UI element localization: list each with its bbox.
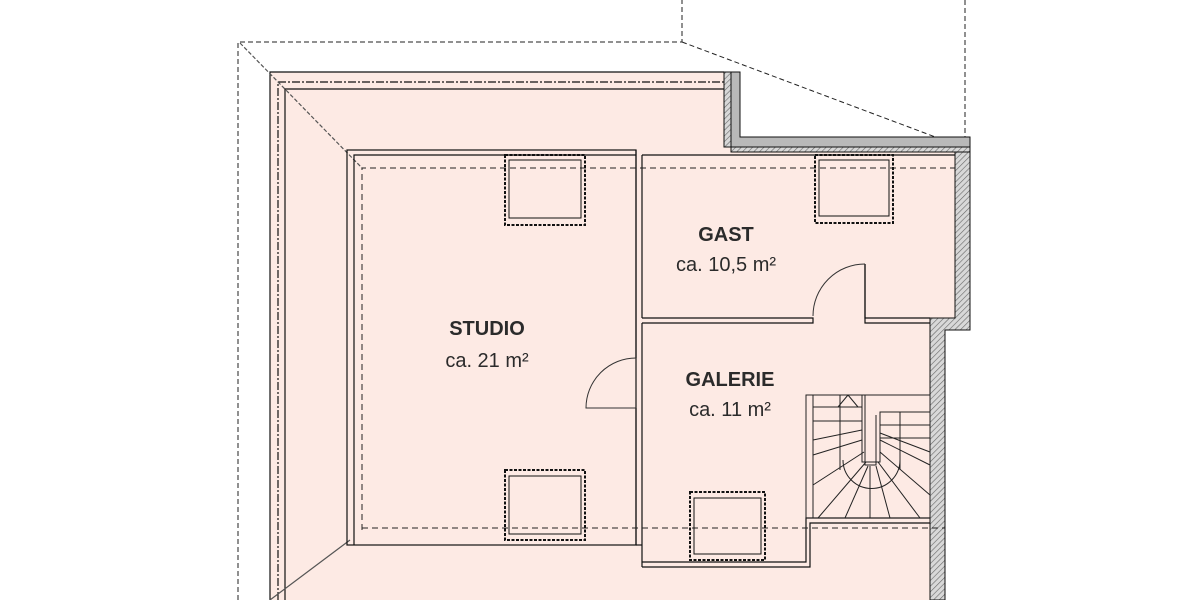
room-area-gast: ca. 10,5 m²	[675, 254, 777, 276]
ceiling-lines	[361, 167, 955, 530]
skylight-galerie	[689, 491, 766, 561]
door-gast	[812, 263, 866, 317]
exterior-wall-hatched	[723, 71, 971, 600]
room-area-galerie: ca. 11 m²	[689, 399, 771, 421]
skylight-studio-bottom	[504, 469, 586, 541]
room-name-studio: STUDIO	[449, 318, 525, 340]
doors	[585, 263, 866, 409]
door-studio	[585, 357, 637, 409]
staircase	[805, 394, 931, 519]
room-area-studio: ca. 21 m²	[445, 350, 529, 372]
floor-area	[270, 72, 955, 600]
building-lines	[239, 42, 724, 600]
room-name-galerie: GALERIE	[685, 369, 775, 391]
room-name-gast: GAST	[698, 224, 754, 246]
roof-outline	[237, 0, 971, 600]
skylight-gast	[814, 154, 894, 224]
skylight-studio-top	[504, 154, 586, 226]
skylights	[504, 154, 894, 561]
